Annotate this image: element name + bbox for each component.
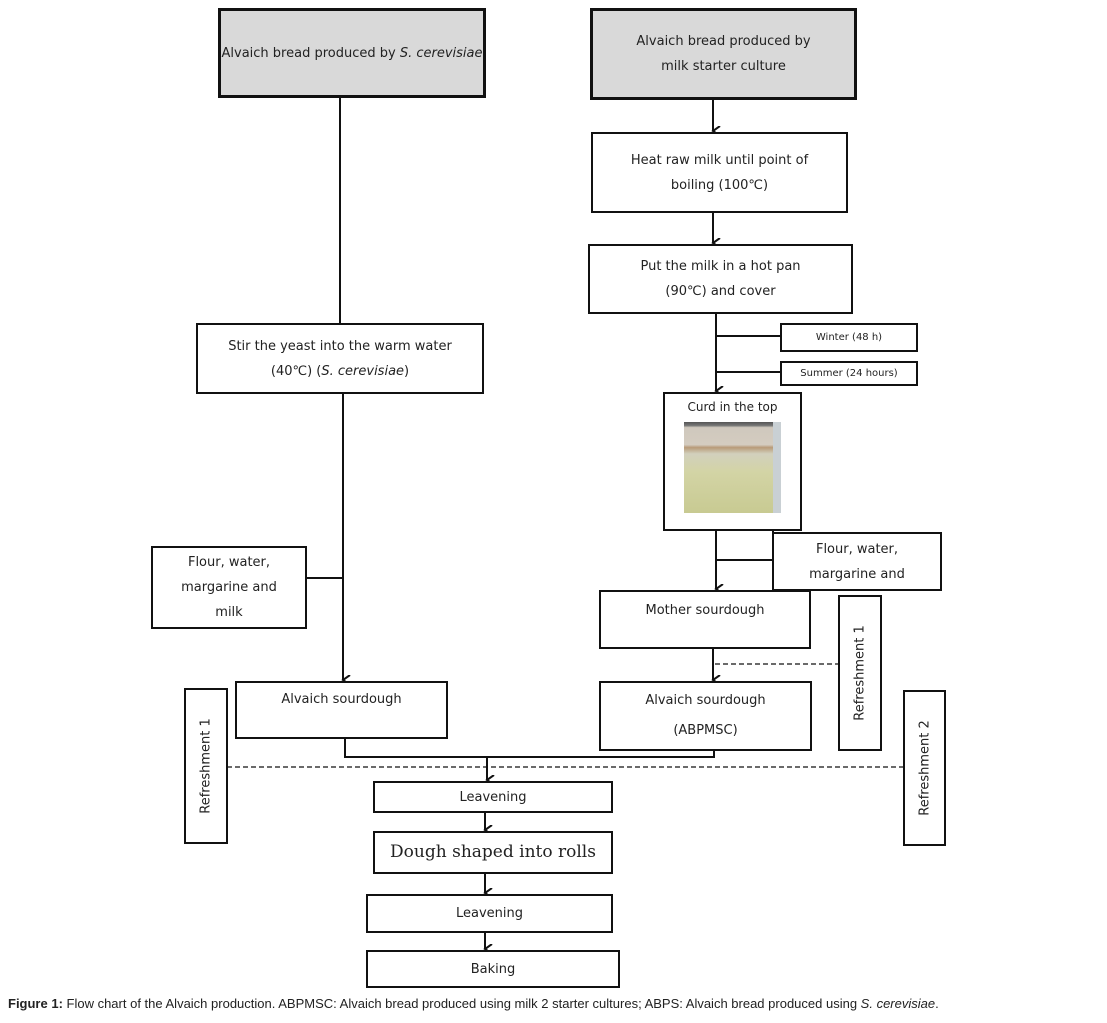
stir-line2-end: ) [404, 363, 410, 379]
ingredients-box-right: Flour, water, margarine and [772, 532, 942, 591]
sourdough-label: Alvaich sourdough [281, 692, 402, 707]
summer-label: Summer (24 hours) [800, 367, 898, 379]
start-line2: milk starter culture [661, 59, 786, 74]
leavening-label: Leavening [455, 906, 523, 921]
refreshment-1-right: Refreshment 1 [838, 595, 882, 751]
winter-box: Winter (48 h) [780, 323, 918, 352]
sourdough-label: Alvaich sourdough [645, 693, 766, 708]
ingredients-line2: margarine and [181, 580, 277, 595]
leavening-box-1: Leavening [373, 781, 613, 813]
winter-label: Winter (48 h) [815, 331, 883, 343]
heat-milk-box: Heat raw milk until point of boiling (10… [591, 132, 848, 213]
curd-box: Curd in the top [663, 392, 802, 531]
summer-box: Summer (24 hours) [780, 361, 918, 386]
hot-pan-box: Put the milk in a hot pan (90℃) and cove… [588, 244, 853, 314]
heat-line2: boiling (100℃) [670, 177, 769, 193]
curd-jar-photo [684, 422, 781, 513]
connector [344, 738, 715, 758]
sourdough-code: (ABPMSC) [673, 723, 738, 738]
ingredients-line3: milk [215, 605, 243, 620]
refreshment-2: Refreshment 2 [903, 690, 946, 846]
start-italic: S. cerevisiae [399, 45, 483, 61]
caption-italic: S. cerevisiae [860, 996, 936, 1011]
start-box-milk-starter: Alvaich bread produced by milk starter c… [590, 8, 857, 100]
mother-label: Mother sourdough [645, 603, 765, 618]
start-box-s-cerevisiae: Alvaich bread produced by S. cerevisiae [218, 8, 486, 98]
refreshment-label: Refreshment 1 [198, 718, 214, 814]
mother-sourdough-box: Mother sourdough [599, 590, 811, 649]
refreshment-1-left: Refreshment 1 [184, 688, 228, 844]
baking-box: Baking [366, 950, 620, 988]
caption-label: Figure 1: [8, 996, 63, 1011]
leavening-label: Leavening [459, 789, 527, 805]
pan-line1: Put the milk in a hot pan [640, 259, 801, 274]
ingredients-line1: Flour, water, [187, 555, 271, 570]
leavening-box-2: Leavening [366, 894, 613, 933]
stir-yeast-box: Stir the yeast into the warm water (40℃)… [196, 323, 484, 394]
stir-line1: Stir the yeast into the warm water [228, 338, 452, 354]
caption-end: . [935, 996, 939, 1011]
refreshment-2-label: Refreshment 2 [917, 720, 932, 816]
alvaich-sourdough-right: Alvaich sourdough (ABPMSC) [599, 681, 812, 751]
stir-line2: (40℃) ( [270, 363, 322, 379]
shaping-label: Dough shaped into rolls [390, 842, 596, 862]
start-text: Alvaich bread produced by [221, 45, 400, 61]
refreshment-label: Refreshment 1 [852, 625, 868, 721]
ingredients-line2: margarine and [809, 566, 905, 582]
ingredients-box-left: Flour, water, margarine and milk [151, 546, 307, 629]
curd-label: Curd in the top [687, 400, 778, 414]
alvaich-sourdough-left: Alvaich sourdough [235, 681, 448, 739]
ingredients-line1: Flour, water, [815, 541, 899, 557]
shaping-box: Dough shaped into rolls [373, 831, 613, 874]
stir-italic: S. cerevisiae [321, 363, 405, 379]
figure-caption: Figure 1: Flow chart of the Alvaich prod… [8, 996, 939, 1011]
caption-text: Flow chart of the Alvaich production. AB… [62, 996, 861, 1011]
pan-line2: (90℃) and cover [665, 284, 776, 299]
baking-label: Baking [470, 961, 516, 977]
heat-line1: Heat raw milk until point of [630, 152, 809, 168]
start-line1: Alvaich bread produced by [636, 34, 811, 49]
